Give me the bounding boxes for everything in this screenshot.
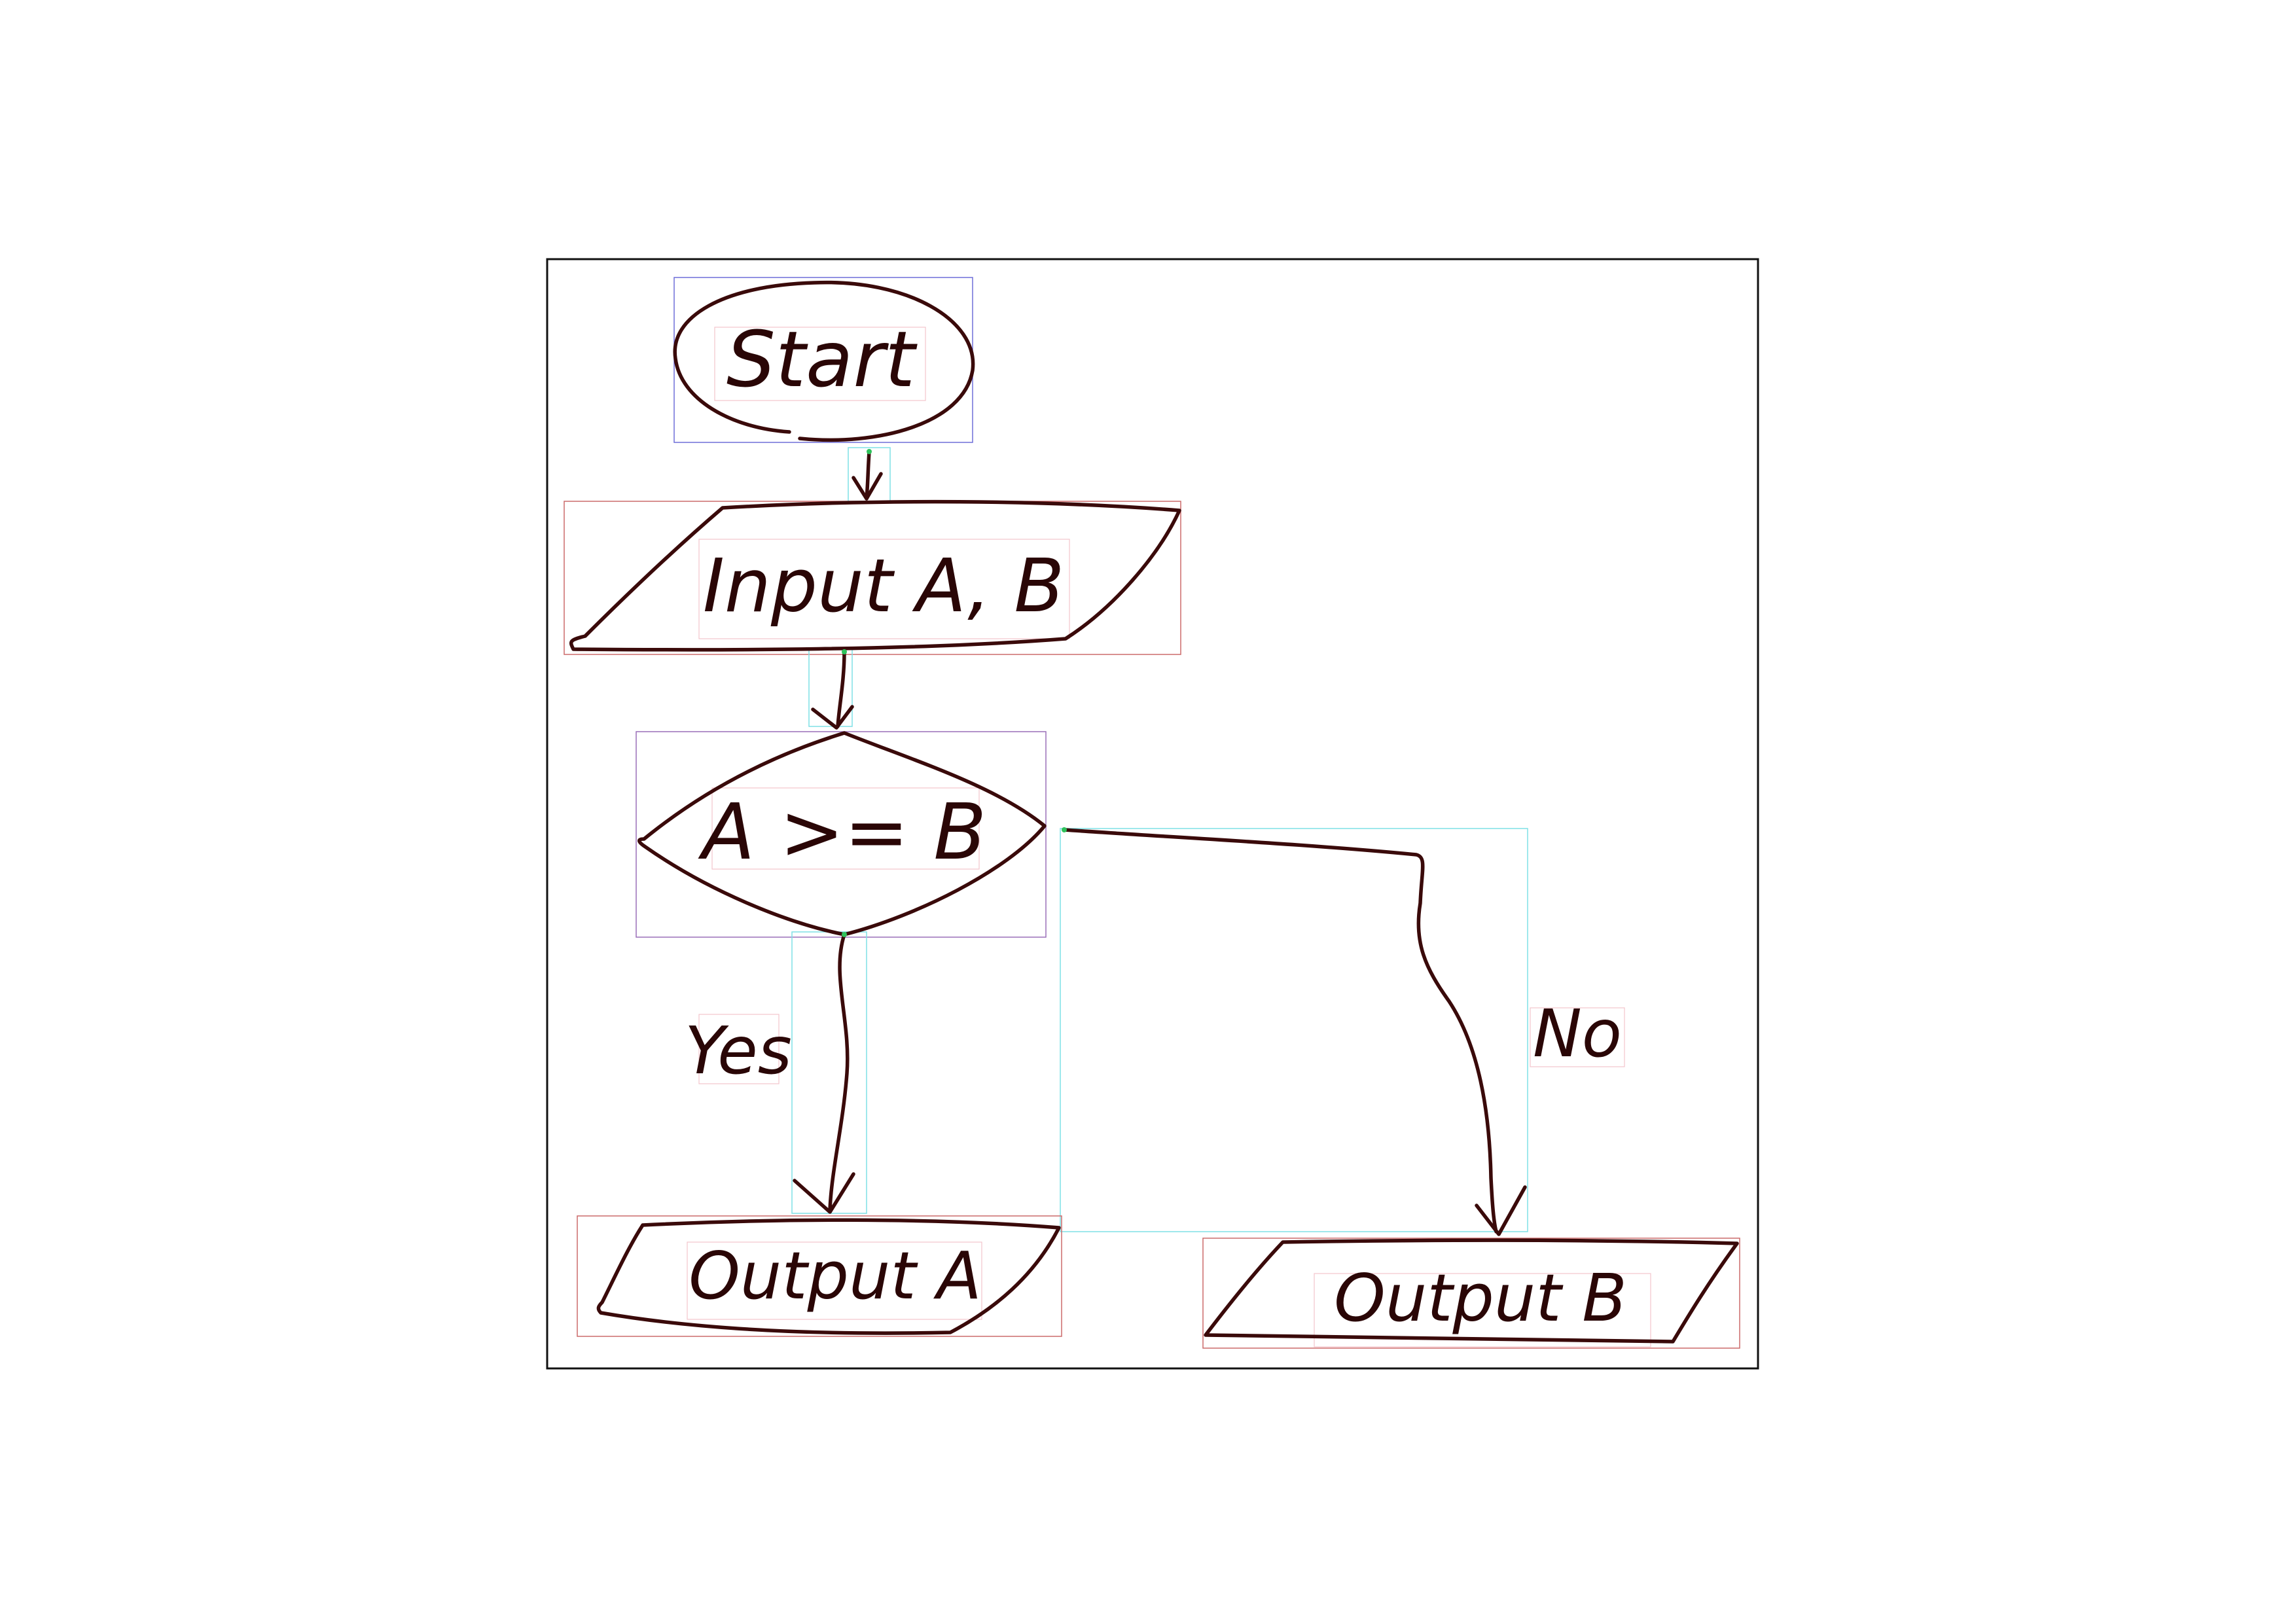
edge-start-input-arrowhead xyxy=(852,472,883,501)
edge-input-decision-line xyxy=(836,650,846,728)
edge-input-to-decision xyxy=(811,649,854,730)
edge-input-decision-endpoint xyxy=(842,649,847,654)
edge-no-label: No xyxy=(1533,995,1622,1072)
edge-no-line xyxy=(1062,828,1498,1234)
edge-no-box xyxy=(1060,828,1528,1232)
start-terminator-shape xyxy=(673,280,975,442)
node-start: Start xyxy=(673,280,975,442)
edge-yes-line xyxy=(828,933,850,1213)
output-a-label: Output A xyxy=(689,1238,982,1314)
decision-label: A >= B xyxy=(698,787,986,877)
node-decision: A >= B xyxy=(637,731,1047,936)
output-a-node-box xyxy=(577,1215,1062,1337)
yes-text-box xyxy=(698,1014,780,1084)
edge-no-endpoint xyxy=(1062,827,1067,832)
output-a-parallelogram-shape xyxy=(596,1218,1061,1335)
decision-node-box xyxy=(636,731,1047,938)
node-input: Input A, B xyxy=(569,499,1181,652)
edge-decision-to-output-b: No xyxy=(1062,827,1622,1236)
edge-yes-label: Yes xyxy=(685,1012,792,1089)
edge-decision-to-output-a: Yes xyxy=(685,932,855,1214)
input-parallelogram-shape xyxy=(569,499,1181,652)
input-text-box xyxy=(698,539,1070,639)
edge-start-input-endpoint xyxy=(867,449,872,454)
edge-no-arrowhead xyxy=(1475,1185,1527,1236)
node-output-b: Output B xyxy=(1204,1238,1739,1344)
decision-diamond-shape xyxy=(637,731,1047,936)
output-b-parallelogram-shape xyxy=(1204,1238,1739,1344)
no-text-box xyxy=(1530,1007,1625,1067)
output-b-label: Output B xyxy=(1334,1260,1627,1336)
edge-yes-box xyxy=(791,931,867,1214)
output-a-text-box xyxy=(687,1241,982,1320)
edge-start-to-input xyxy=(852,449,883,501)
output-b-node-box xyxy=(1202,1238,1740,1349)
edge-input-decision-arrowhead xyxy=(811,705,854,730)
start-text-box xyxy=(714,327,926,401)
node-output-a: Output A xyxy=(596,1218,1061,1335)
edge-yes-arrowhead xyxy=(793,1172,855,1214)
start-label: Start xyxy=(726,314,918,404)
output-b-text-box xyxy=(1314,1273,1651,1347)
input-label: Input A, B xyxy=(703,544,1064,629)
edge-yes-endpoint xyxy=(842,932,847,937)
diagram-frame xyxy=(546,258,1759,1370)
decision-text-box xyxy=(711,787,980,870)
